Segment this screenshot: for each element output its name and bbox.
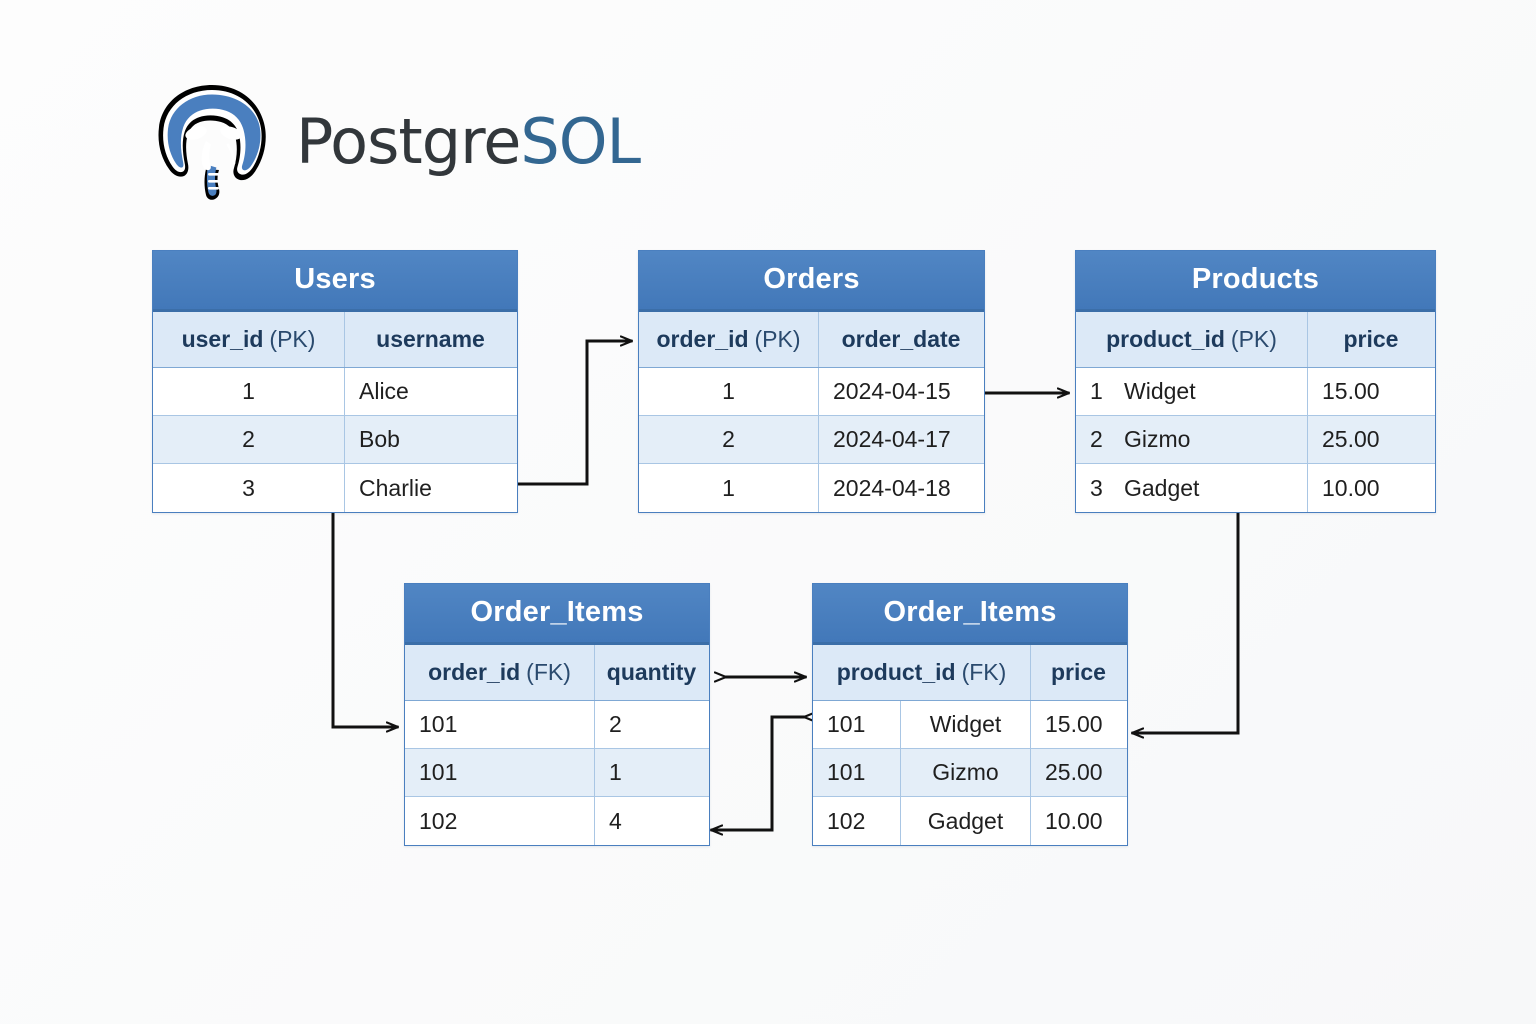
cell-username: Charlie (359, 474, 432, 501)
column-header-username: username (376, 326, 485, 352)
cell-product-name: Gizmo (901, 749, 1031, 796)
table-row: 101 1 (405, 749, 709, 797)
postgresql-elephant-icon (158, 85, 266, 200)
cell-product-name: Widget (901, 701, 1031, 748)
cell-price: 25.00 (1322, 426, 1380, 452)
table-row: 1 2024-04-15 (639, 368, 984, 416)
table-orders-title: Orders (639, 251, 984, 312)
cell-price: 25.00 (1045, 759, 1103, 785)
cell-user-id: 1 (153, 368, 345, 415)
table-order-items-left-title: Order_Items (405, 584, 709, 645)
column-header-order-date: order_date (841, 326, 961, 352)
column-header-product-id-fk: product_id(FK) (813, 645, 1031, 700)
cell-order-id-fk: 102 (405, 797, 595, 845)
connector-users-to-order-items-left (331, 507, 397, 727)
table-row: 2 Gizmo 25.00 (1076, 416, 1435, 464)
connector-users-to-orders (516, 341, 631, 486)
cell-product-id: 3 (1090, 474, 1103, 501)
cell-price: 15.00 (1045, 711, 1103, 737)
wordmark-part-two: SOL (520, 105, 641, 178)
cell-user-id: 2 (153, 416, 345, 463)
table-row: 101 2 (405, 701, 709, 749)
table-row: 1 2024-04-18 (639, 464, 984, 512)
table-row: 101 Widget 15.00 (813, 701, 1127, 749)
cell-product-name: Gadget (901, 797, 1031, 845)
wordmark-part-one: Postgre (296, 105, 521, 178)
table-row: 2 Bob (153, 416, 517, 464)
postgresql-wordmark: PostgreSOL (296, 111, 641, 173)
column-header-order-id: order_id(PK) (639, 312, 819, 367)
cell-order-date: 2024-04-15 (833, 378, 951, 404)
cell-price: 10.00 (1045, 807, 1103, 834)
table-order-items-left-header-row: order_id(FK) quantity (405, 645, 709, 701)
cell-price: 10.00 (1322, 474, 1380, 501)
connector-products-to-order-items-right (1133, 507, 1240, 733)
column-header-price: price (1343, 326, 1399, 352)
table-products: Products product_id(PK) price 1 Widget 1… (1075, 250, 1436, 513)
table-order-items-left: Order_Items order_id(FK) quantity 101 2 … (404, 583, 710, 846)
table-users-title: Users (153, 251, 517, 312)
table-products-header-row: product_id(PK) price (1076, 312, 1435, 368)
table-orders-header-row: order_id(PK) order_date (639, 312, 984, 368)
cell-product-name: Widget (1118, 368, 1308, 415)
table-row: 1 Widget 15.00 (1076, 368, 1435, 416)
cell-product-name: Gizmo (1118, 416, 1308, 463)
cell-username: Alice (359, 378, 409, 404)
table-order-items-right: Order_Items product_id(FK) price 101 Wid… (812, 583, 1128, 846)
cell-quantity: 1 (609, 759, 622, 785)
cell-product-id-fk: 102 (813, 797, 901, 845)
table-row: 1 Alice (153, 368, 517, 416)
column-header-product-id: product_id(PK) (1076, 312, 1308, 367)
column-header-price: price (1051, 659, 1106, 685)
cell-order-id: 1 (639, 368, 819, 415)
table-order-items-right-title: Order_Items (813, 584, 1127, 645)
table-orders: Orders order_id(PK) order_date 1 2024-04… (638, 250, 985, 513)
cell-product-id-fk: 101 (813, 701, 901, 748)
cell-order-id-fk: 101 (405, 749, 595, 796)
cell-quantity: 4 (609, 807, 622, 834)
cell-product-id: 1 (1090, 378, 1103, 404)
cell-price: 15.00 (1322, 378, 1380, 404)
table-products-title: Products (1076, 251, 1435, 312)
column-header-user-id: user_id(PK) (153, 312, 345, 367)
cell-quantity: 2 (609, 711, 622, 737)
column-header-order-id-fk: order_id(FK) (405, 645, 595, 700)
table-row: 2 2024-04-17 (639, 416, 984, 464)
cell-order-date: 2024-04-18 (833, 474, 951, 501)
cell-product-name: Gadget (1118, 464, 1308, 512)
cell-order-id: 2 (639, 416, 819, 463)
postgresql-logo: PostgreSOL (148, 82, 641, 202)
cell-user-id: 3 (153, 464, 345, 512)
table-row: 101 Gizmo 25.00 (813, 749, 1127, 797)
cell-order-id-fk: 101 (405, 701, 595, 748)
connector-order-items-left-to-right (712, 717, 805, 830)
cell-username: Bob (359, 426, 400, 452)
table-users: Users user_id(PK) username 1 Alice 2 Bob… (152, 250, 518, 513)
table-row: 3 Gadget 10.00 (1076, 464, 1435, 512)
table-row: 3 Charlie (153, 464, 517, 512)
cell-order-date: 2024-04-17 (833, 426, 951, 452)
cell-order-id: 1 (639, 464, 819, 512)
table-row: 102 4 (405, 797, 709, 845)
table-users-header-row: user_id(PK) username (153, 312, 517, 368)
cell-product-id: 2 (1090, 426, 1103, 452)
table-row: 102 Gadget 10.00 (813, 797, 1127, 845)
table-order-items-right-header-row: product_id(FK) price (813, 645, 1127, 701)
cell-product-id-fk: 101 (813, 749, 901, 796)
column-header-quantity: quantity (606, 659, 697, 685)
